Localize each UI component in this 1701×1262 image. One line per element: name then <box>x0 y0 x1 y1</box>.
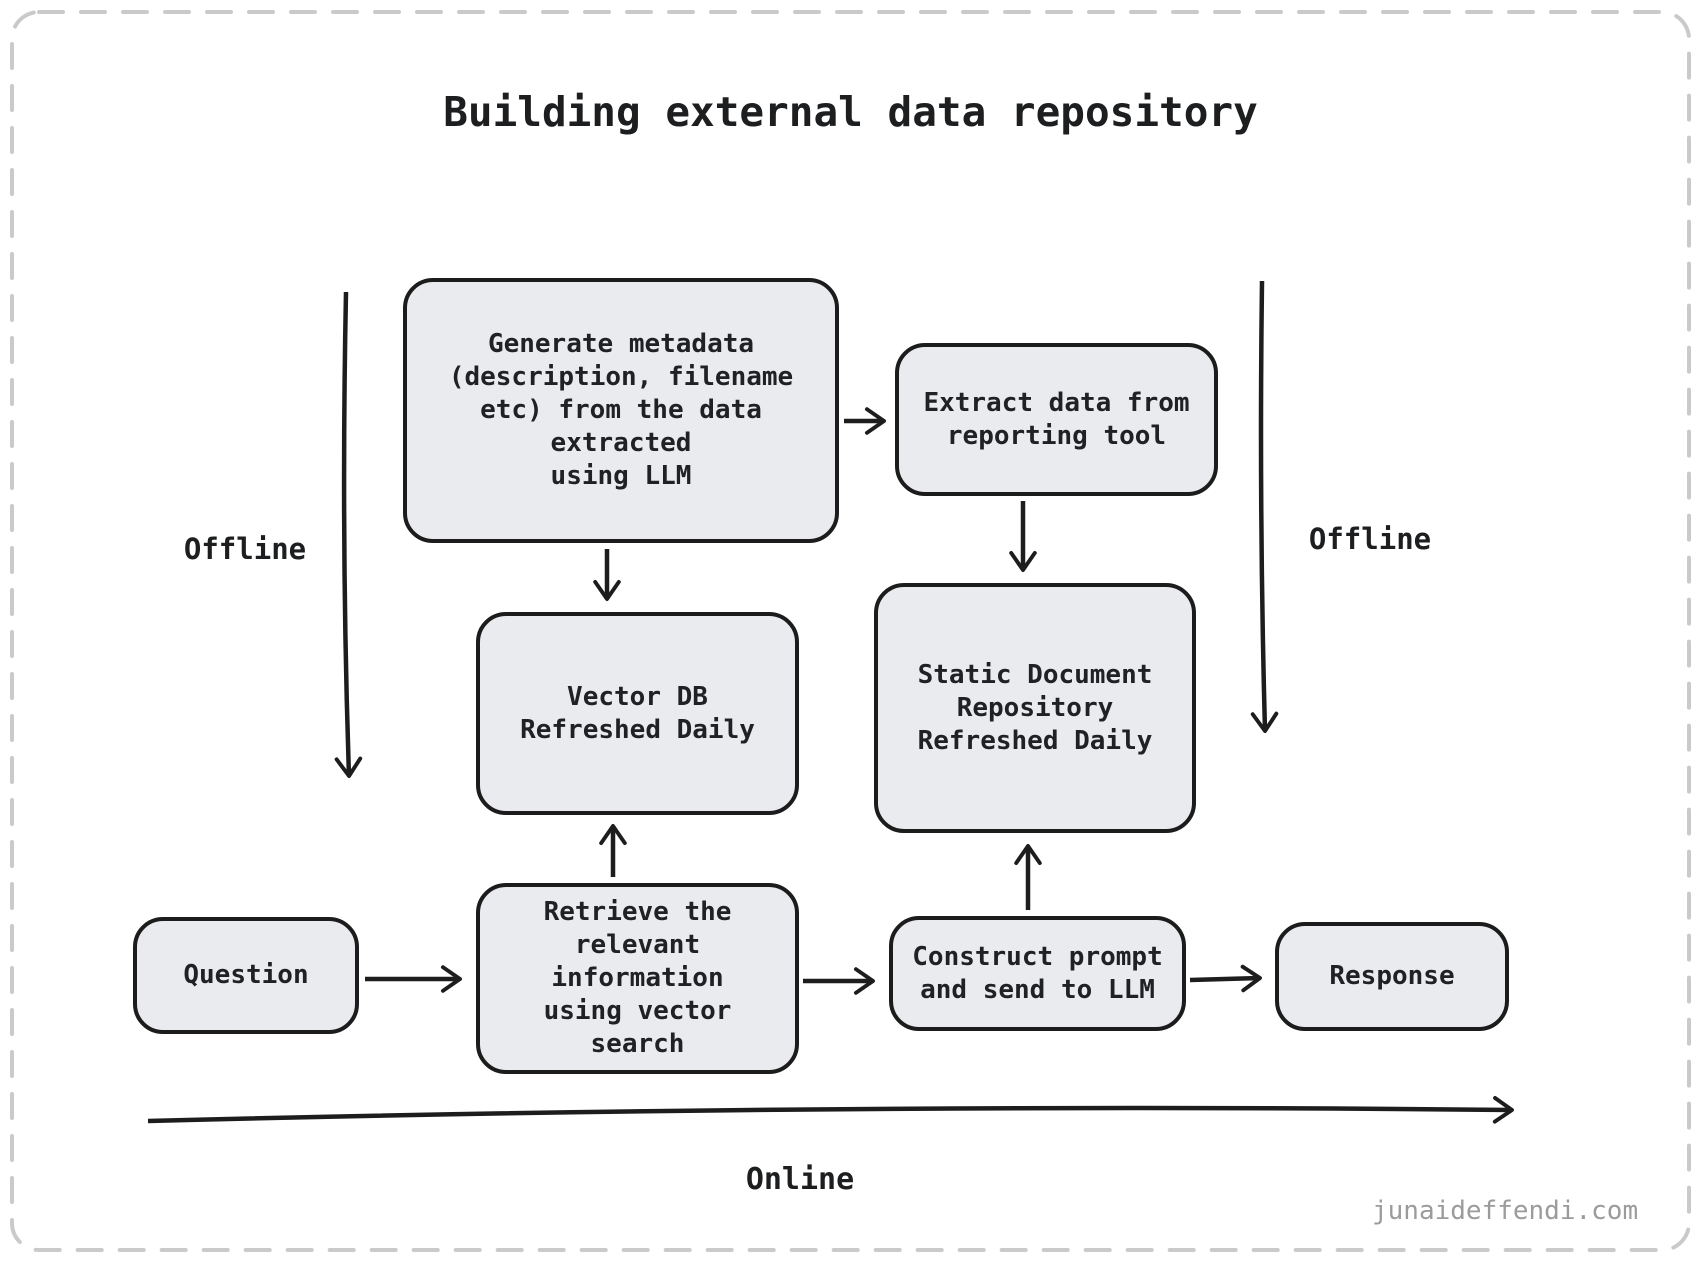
node-static-document-repository: Static Document Repository Refreshed Dai… <box>874 583 1196 833</box>
diagram-title: Building external data repository <box>443 88 1258 136</box>
arrow-offline-right <box>1250 280 1279 733</box>
node-response: Response <box>1275 922 1509 1031</box>
node-retrieve-information: Retrieve the relevant information using … <box>476 883 799 1074</box>
dashed-border <box>10 10 1691 1252</box>
node-construct-prompt: Construct prompt and send to LLM <box>889 916 1186 1031</box>
node-extract-data: Extract data from reporting tool <box>895 343 1218 496</box>
node-question: Question <box>133 917 359 1034</box>
label-online: Online <box>745 1162 855 1197</box>
watermark-text: junaideffendi.com <box>1372 1196 1639 1226</box>
arrow-construct-to-response <box>1189 964 1262 993</box>
arrow-offline-left <box>334 291 363 778</box>
label-offline-left: Offline <box>183 532 307 566</box>
arrow-online <box>147 1096 1514 1124</box>
node-generate-metadata: Generate metadata (description, filename… <box>403 278 839 543</box>
label-offline-right: Offline <box>1308 522 1432 556</box>
node-vector-db: Vector DB Refreshed Daily <box>476 612 799 815</box>
